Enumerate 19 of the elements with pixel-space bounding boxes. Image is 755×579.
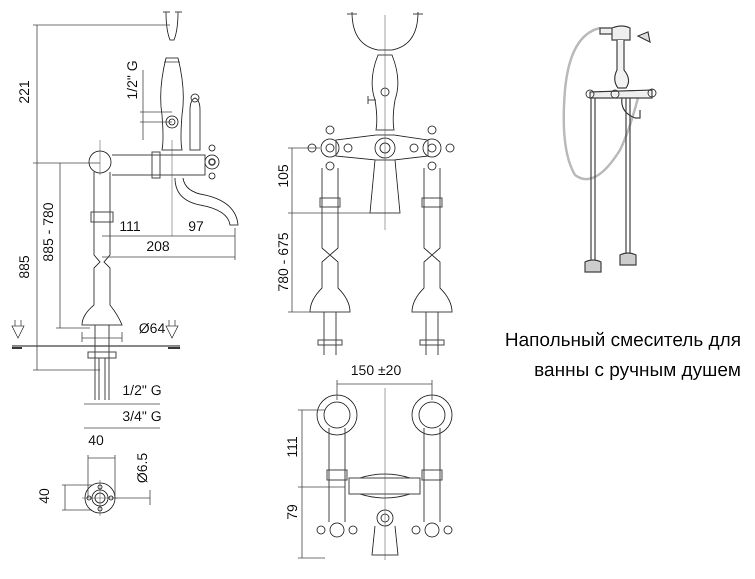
dimension-value: 150 ±20 (350, 362, 402, 378)
diameter-value: Ø6.5 (134, 452, 150, 484)
dimension-value: 105 (275, 164, 291, 188)
diameter-value: Ø64 (138, 320, 166, 336)
dimension-value: 208 (146, 238, 170, 254)
dimension-value: 780 - 675 (275, 232, 291, 292)
dimension-value: 79 (284, 504, 300, 520)
dimension-value: 221 (16, 80, 32, 104)
dimension-value: 97 (188, 218, 204, 234)
dimension-value: 885 (16, 255, 32, 279)
dimension-value: 111 (119, 218, 141, 234)
dimension-value: 885 - 780 (40, 202, 56, 262)
product-description: Напольный смеситель для ванны с ручным душем (504, 329, 741, 383)
thread-size: 3/4" G (122, 408, 162, 424)
dimension-value: 111 (284, 436, 300, 458)
thread-size: 1/2" G (124, 60, 140, 100)
dimension-value: 40 (36, 488, 52, 504)
thread-size: 1/2" G (122, 382, 162, 398)
dimension-value: 40 (88, 432, 104, 448)
